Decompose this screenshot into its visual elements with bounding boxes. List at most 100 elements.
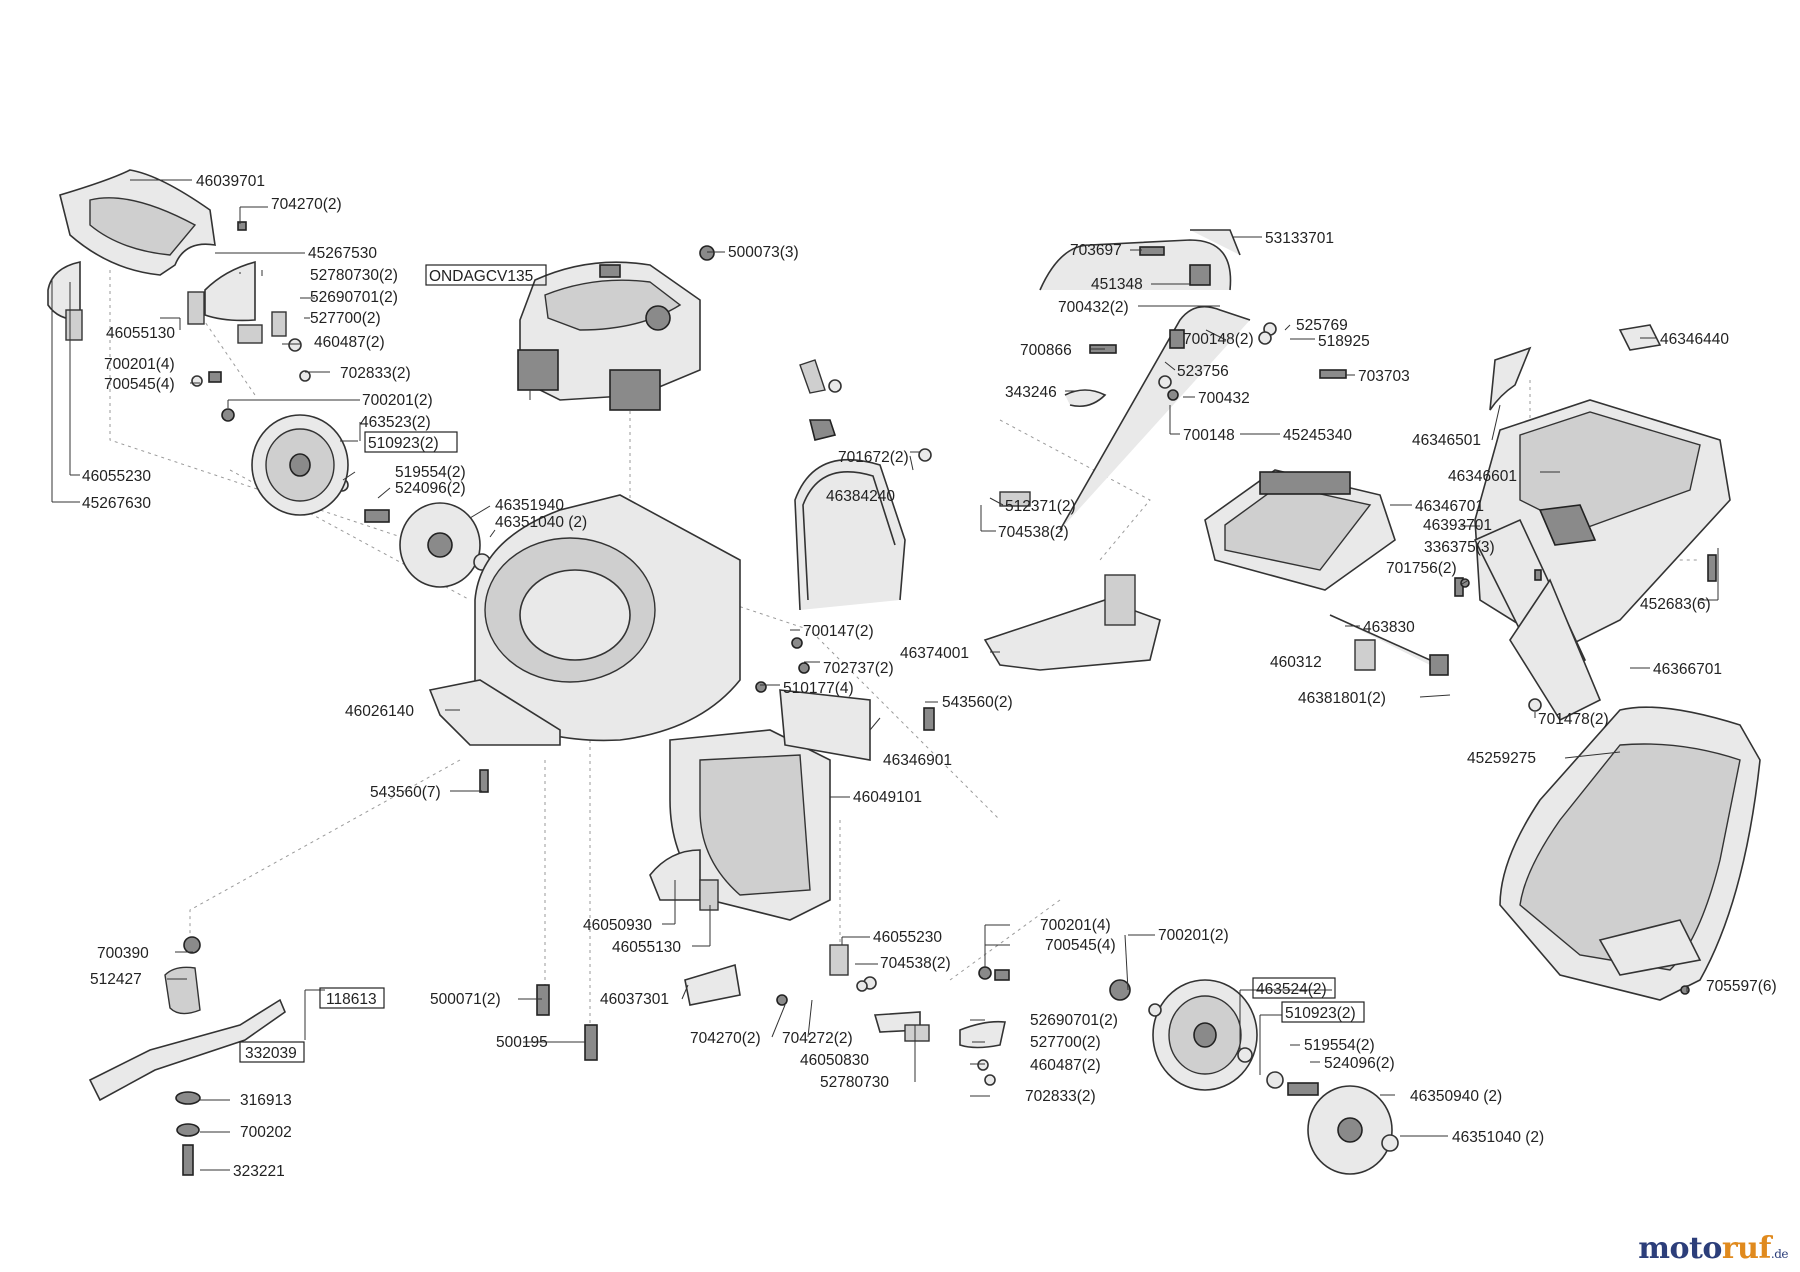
part-label: 323221 [233,1163,285,1180]
part-label: 46346440 [1660,331,1729,348]
part-label: 46351040 (2) [1452,1129,1544,1146]
rear-deflector-part [59,169,216,276]
part-label: 46037301 [600,991,669,1008]
grass-catcher-part [1499,706,1761,1001]
part-label: 512427 [90,971,142,988]
part-label: 512371(2) [1005,498,1076,515]
part-label: 463523(2) [360,414,431,431]
part-labels: 46039701 704270(2) 45267530 52780730(2) … [82,173,1777,1180]
part-label: 52690701(2) [1030,1012,1118,1029]
part-label: 700390 [97,945,149,962]
part-label: 46374001 [900,645,969,662]
fasteners-center [479,637,1010,1086]
part-label: 705597(6) [1706,978,1777,995]
part-label: 46049101 [853,789,922,806]
part-label: 704538(2) [998,524,1069,541]
part-label: 316913 [240,1092,292,1109]
part-label: 46050830 [800,1052,869,1069]
engine-part [517,245,715,411]
grass-box-top-part [1473,324,1731,682]
part-label: 519554(2) [395,464,466,481]
part-label: 46055230 [82,468,151,485]
part-label: 46384240 [826,488,895,505]
label-frames [239,264,1365,1063]
part-label: 702737(2) [823,660,894,677]
part-label: 704270(2) [690,1030,761,1047]
part-label: 45259275 [1467,750,1536,767]
rear-wheel-right [1109,979,1319,1096]
part-label: 46351940 [495,497,564,514]
mower-deck-part [428,494,741,746]
part-label: 700545(4) [1045,937,1116,954]
leader-lines [51,179,1719,1171]
height-adjust-plate-left [47,260,287,344]
part-label: 702833(2) [340,365,411,382]
part-label: 700866 [1020,342,1072,359]
part-label: 46346901 [883,752,952,769]
part-label: 460487(2) [1030,1057,1101,1074]
hubcap-right [1307,1085,1399,1175]
height-adjust-plate-center [649,849,849,1006]
mulch-insert-part [983,574,1161,671]
part-label: 46039701 [196,173,265,190]
part-label: 46351040 (2) [495,514,587,531]
part-label: 700148 [1183,427,1235,444]
part-label: 527700(2) [310,310,381,327]
part-label: 525769 [1296,317,1348,334]
part-label: 700148(2) [1183,331,1254,348]
handle-rods-part [1329,578,1602,722]
part-label: 701756(2) [1386,560,1457,577]
part-label-boxed: ONDAGCV135 [429,268,533,285]
part-label: 523756 [1177,363,1229,380]
hubcap-left [399,502,491,588]
rear-flap-part [669,689,871,921]
upper-handle-part [1039,229,1251,531]
part-label: 700432(2) [1058,299,1129,316]
part-label: 52690701(2) [310,289,398,306]
part-label: 700201(2) [1158,927,1229,944]
part-label: 500195 [496,1034,548,1051]
part-label-boxed: 332039 [245,1045,297,1062]
brand-logo: motoruf.de [1638,1231,1788,1266]
part-label: 460312 [1270,654,1322,671]
part-label: 500071(2) [430,991,501,1008]
part-label: 46055230 [873,929,942,946]
part-label: 704272(2) [782,1030,853,1047]
part-label: 52780730(2) [310,267,398,284]
part-label: 500073(3) [728,244,799,261]
part-label: 700202 [240,1124,292,1141]
part-label: 701672(2) [838,449,909,466]
part-label: 46393701 [1423,517,1492,534]
part-label: 451348 [1091,276,1143,293]
part-label: 700147(2) [803,623,874,640]
brand-text-part1: moto [1638,1231,1722,1266]
part-label: 45267630 [82,495,151,512]
part-label: 519554(2) [1304,1037,1375,1054]
part-label-boxed: 510923(2) [368,435,439,452]
part-label: 700201(2) [362,392,433,409]
part-label: 46350940 (2) [1410,1088,1502,1105]
part-label: 704270(2) [271,196,342,213]
part-label: 700545(4) [104,376,175,393]
part-label: 45245340 [1283,427,1352,444]
part-label-boxed: 463524(2) [1256,981,1327,998]
part-label: 53133701 [1265,230,1334,247]
part-label: 518925 [1318,333,1370,350]
part-label: 543560(7) [370,784,441,801]
part-label: 460487(2) [314,334,385,351]
part-label: 524096(2) [1324,1055,1395,1072]
grass-box-lid-part [1204,469,1396,591]
part-label: 524096(2) [395,480,466,497]
part-label: 46366701 [1653,661,1722,678]
brand-text-part2: ruf [1721,1231,1772,1266]
part-label: 52780730 [820,1074,889,1091]
part-label-boxed: 510923(2) [1285,1005,1356,1022]
lower-handle-part [794,359,1031,611]
part-label: 543560(2) [942,694,1013,711]
part-label: 463830 [1363,619,1415,636]
part-label: 704538(2) [880,955,951,972]
part-label: 46346701 [1415,498,1484,515]
part-label: 46346601 [1448,468,1517,485]
